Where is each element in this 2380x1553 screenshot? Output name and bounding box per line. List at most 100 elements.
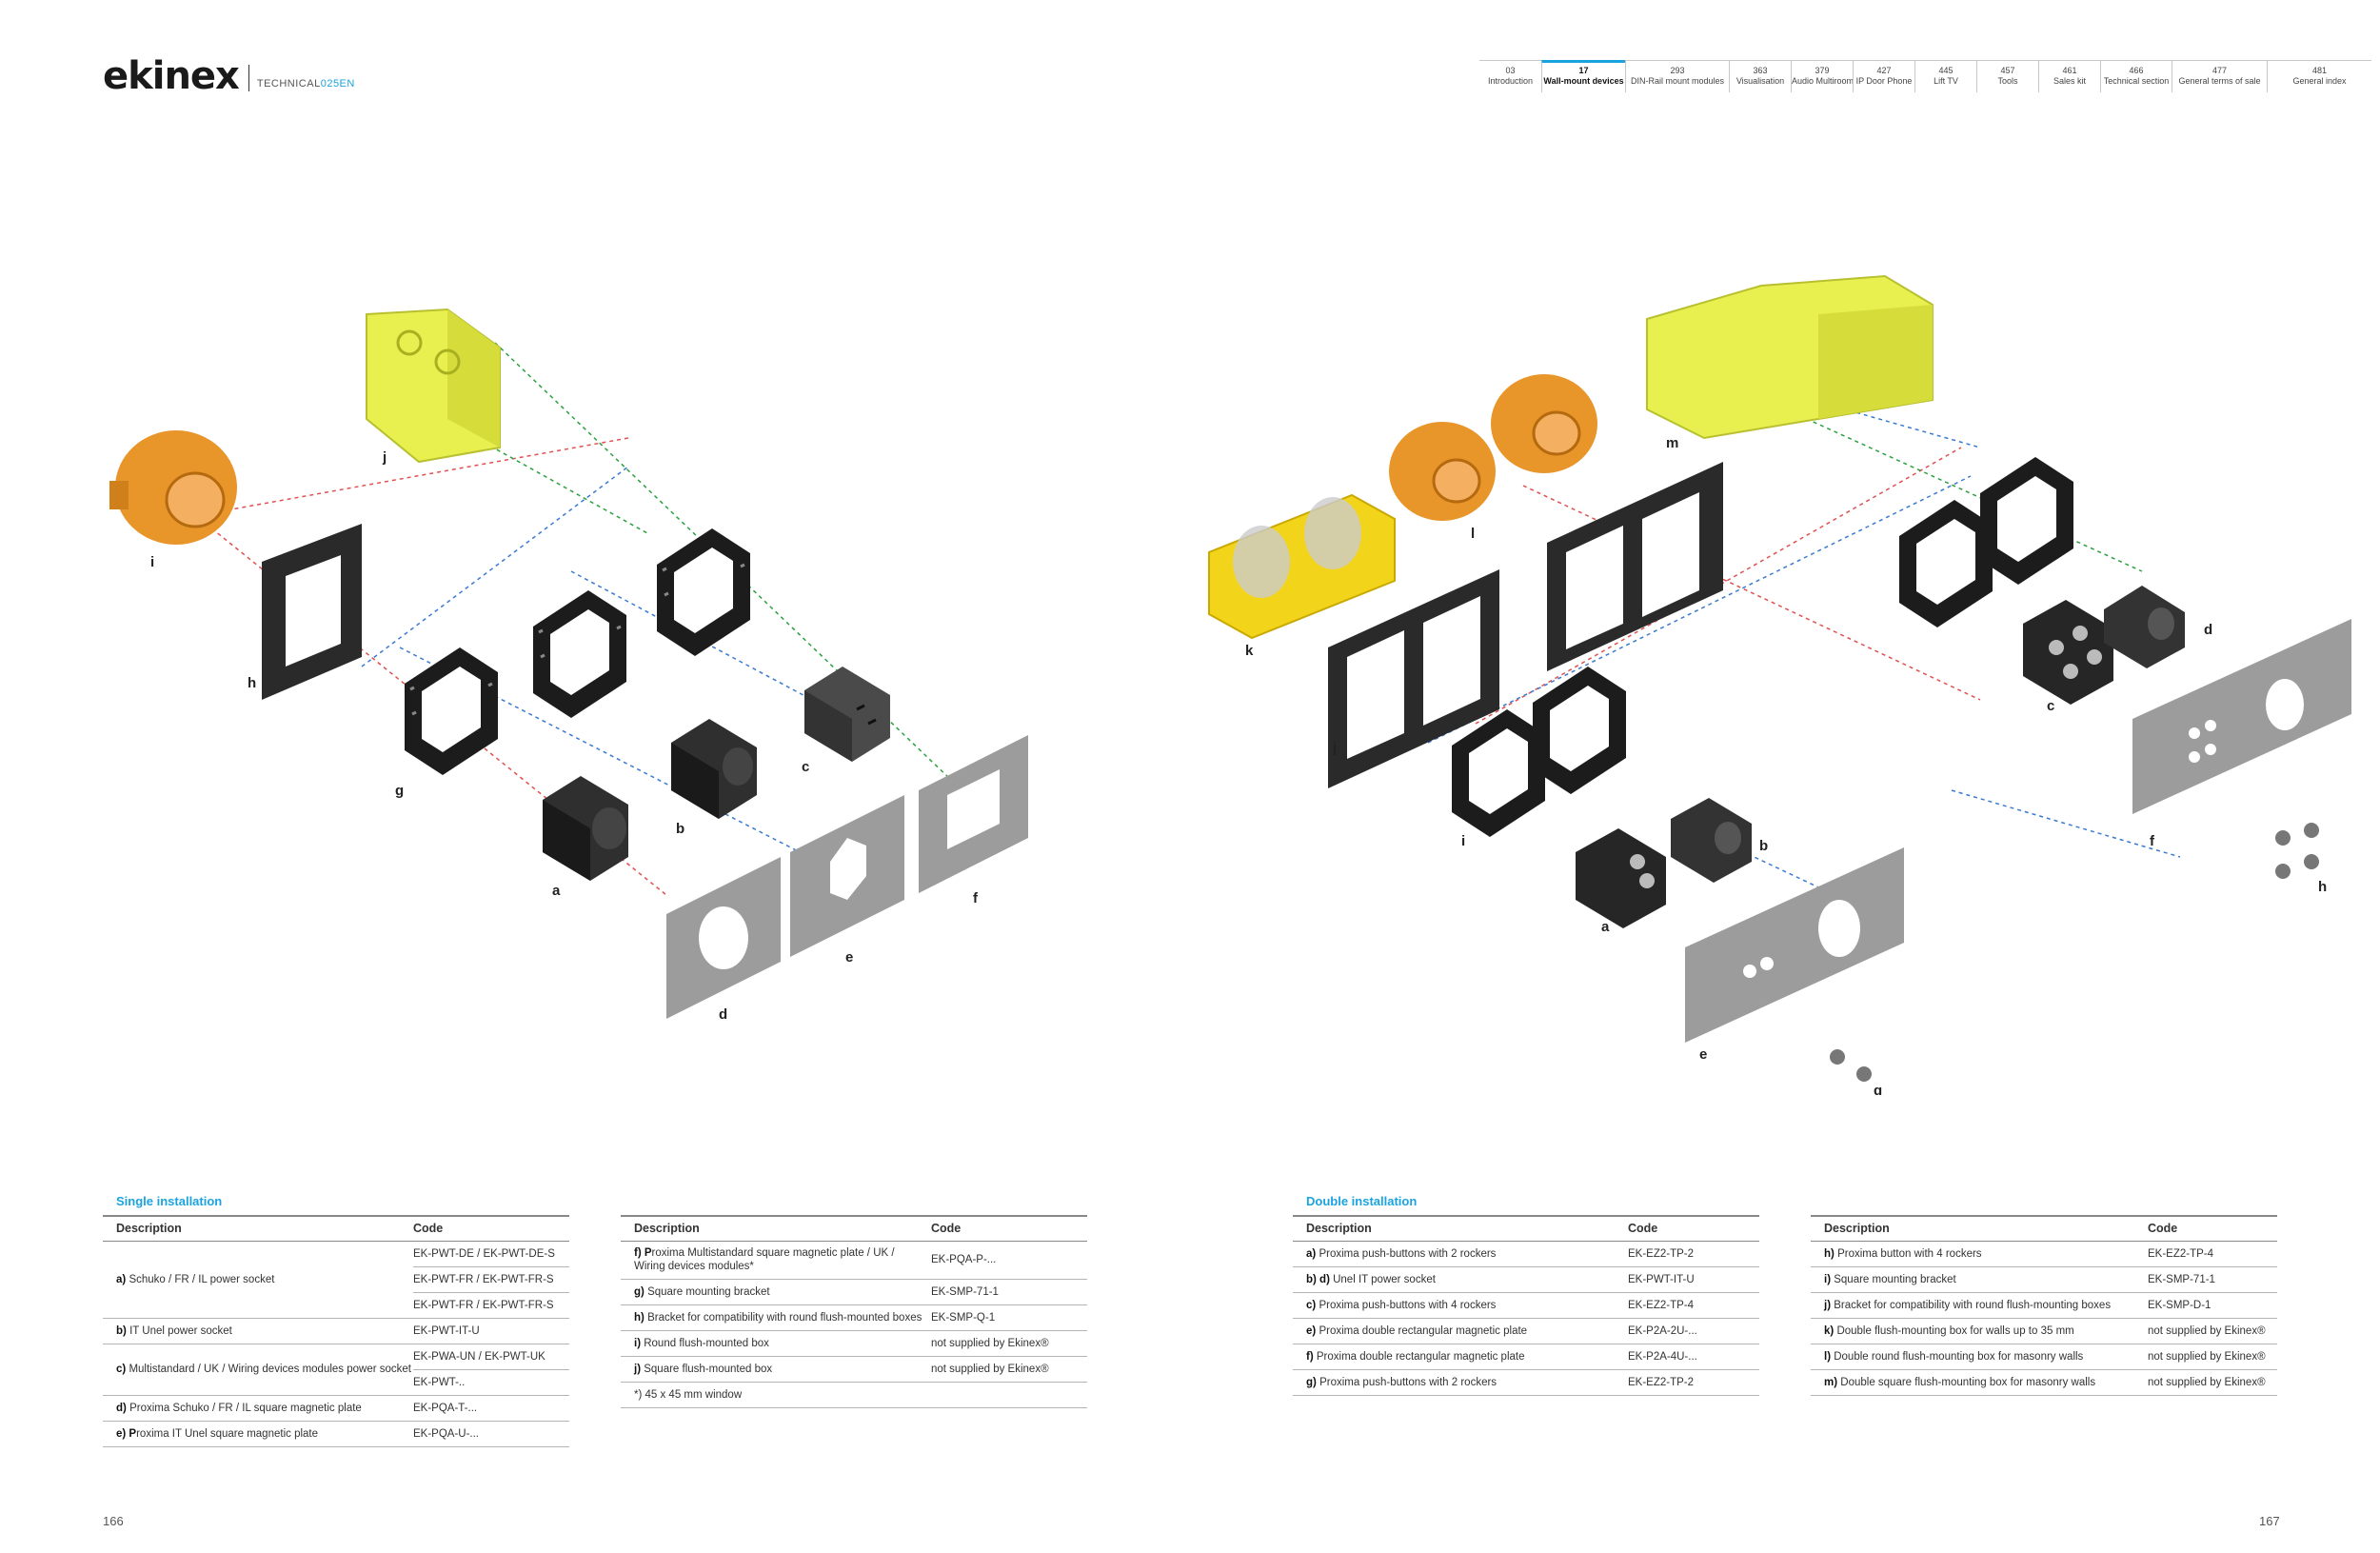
diagram-label-d: d <box>719 1006 727 1023</box>
col-code: Code <box>931 1215 1087 1242</box>
row-letter: a) <box>116 1273 127 1285</box>
row-desc: e) Proxima IT Unel square magnetic plate <box>103 1421 413 1447</box>
mounting-bracket-g2 <box>531 588 628 720</box>
col-description: Description <box>1811 1215 2148 1242</box>
double-mounting-bracket-i2 <box>1533 667 1626 794</box>
row-desc: j) Square flush-mounted box <box>621 1356 931 1383</box>
single-table-1: Description Code a) Schuko / FR / IL pow… <box>103 1215 569 1447</box>
col-code: Code <box>1628 1215 1759 1242</box>
row-desc: c) Proxima push-buttons with 4 rockers <box>1293 1292 1628 1319</box>
row-code: not supplied by Ekinex® <box>931 1330 1087 1357</box>
table-row: h) Bracket for compatibility with round … <box>621 1304 1087 1331</box>
double-mounting-bracket-upper1 <box>1899 500 1993 627</box>
col-code: Code <box>413 1215 569 1242</box>
row-text: roxima IT Unel square magnetic plate <box>136 1427 319 1440</box>
row-desc: c) Multistandard / UK / Wiring devices m… <box>103 1344 413 1396</box>
nav-page-number: 466 <box>2129 66 2144 75</box>
nav-page-number: 363 <box>1753 66 1768 75</box>
row-text: Square flush-mounted box <box>644 1363 773 1375</box>
table-header: Description Code <box>621 1215 1087 1242</box>
row-letter: i) <box>1824 1273 1832 1285</box>
row-text: Proxima button with 4 rockers <box>1837 1247 1982 1260</box>
col-description: Description <box>1293 1215 1628 1242</box>
unel-socket-b <box>1671 798 1752 883</box>
table-row: b) IT Unel power socket EK-PWT-IT-U <box>103 1318 569 1344</box>
double-installation-diagram: k l m j i a b <box>1208 274 2351 1095</box>
row-code: EK-SMP-71-1 <box>931 1279 1087 1305</box>
row-text: Double round flush-mounting box for maso… <box>1834 1350 2084 1363</box>
nav-label: DIN-Rail mount modules <box>1630 76 1725 86</box>
double-plate-e <box>1685 847 1904 1043</box>
multistandard-socket-c <box>804 667 890 762</box>
row-letter: c) <box>116 1364 127 1375</box>
row-code: EK-PWT-FR / EK-PWT-FR-S <box>413 1292 569 1319</box>
row-text: Round flush-mounted box <box>644 1337 769 1349</box>
page-number-right: 167 <box>2259 1514 2280 1528</box>
table-row: *) 45 x 45 mm window <box>621 1382 1087 1408</box>
row-code: EK-PWT-FR / EK-PWT-FR-S <box>413 1266 569 1293</box>
row-desc: d) Proxima Schuko / FR / IL square magne… <box>103 1395 413 1422</box>
table-header: Description Code <box>103 1215 569 1242</box>
row-desc: g) Square mounting bracket <box>621 1279 931 1305</box>
row-desc: l) Double round flush-mounting box for m… <box>1811 1344 2148 1370</box>
nav-label: Visualisation <box>1735 76 1785 86</box>
row-code: not supplied by Ekinex® <box>2148 1318 2277 1344</box>
single-installation-title: Single installation <box>116 1194 223 1208</box>
row-desc: a) Proxima push-buttons with 2 rockers <box>1293 1241 1628 1267</box>
row-text: Square mounting bracket <box>647 1285 770 1298</box>
table-header: Description Code <box>1293 1215 1759 1242</box>
nav-page-number: 461 <box>2062 66 2077 75</box>
row-code: EK-SMP-D-1 <box>2148 1292 2277 1319</box>
row-letter: g) <box>1306 1376 1317 1388</box>
table-row: EK-PWT-.. <box>103 1369 569 1396</box>
nav-page-number: 03 <box>1505 66 1516 75</box>
schuko-socket-a <box>543 776 628 881</box>
row-desc: g) Proxima push-buttons with 2 rockers <box>1293 1369 1628 1396</box>
diagram-label-f: f <box>2150 833 2155 849</box>
diagram-label-j: j <box>382 449 387 466</box>
table-row: j) Bracket for compatibility with round … <box>1811 1292 2277 1319</box>
row-desc: h) Proxima button with 4 rockers <box>1811 1241 2148 1267</box>
table-row: a) Schuko / FR / IL power socket EK-PWT-… <box>103 1241 569 1319</box>
row-text: roxima Multistandard square magnetic pla… <box>634 1247 895 1272</box>
nav-label: Audio Multiroom <box>1792 76 1853 86</box>
magnetic-plate-d <box>666 857 781 1019</box>
row-desc: e) Proxima double rectangular magnetic p… <box>1293 1318 1628 1344</box>
table-header: Description Code <box>1811 1215 2277 1242</box>
row-letter: h) <box>1824 1247 1835 1260</box>
row-desc: k) Double flush-mounting box for walls u… <box>1811 1318 2148 1344</box>
double-round-box-l <box>1389 374 1597 521</box>
col-code: Code <box>2148 1215 2277 1242</box>
diagram-label-g: g <box>395 783 404 799</box>
row-letter: b) d) <box>1306 1273 1330 1285</box>
compat-bracket-h <box>262 524 362 700</box>
single-table-2: Description Code f) Proxima Multistandar… <box>621 1215 1087 1408</box>
row-desc: f) Proxima Multistandard square magnetic… <box>621 1241 931 1280</box>
table-row: i) Round flush-mounted box not supplied … <box>621 1330 1087 1357</box>
nav-label: General index <box>2292 76 2347 86</box>
row-letter: b) <box>116 1324 127 1337</box>
row-letter: l) <box>1824 1350 1832 1363</box>
double-table-1: Description Code a) Proxima push-buttons… <box>1293 1215 1759 1396</box>
table-row: m) Double square flush-mounting box for … <box>1811 1369 2277 1396</box>
row-code: not supplied by Ekinex® <box>2148 1344 2277 1370</box>
nav-page-number: 17 <box>1578 66 1589 75</box>
diagram-label-f: f <box>973 890 979 906</box>
magnetic-plate-e <box>790 795 904 957</box>
push-buttons-a <box>1576 828 1666 928</box>
